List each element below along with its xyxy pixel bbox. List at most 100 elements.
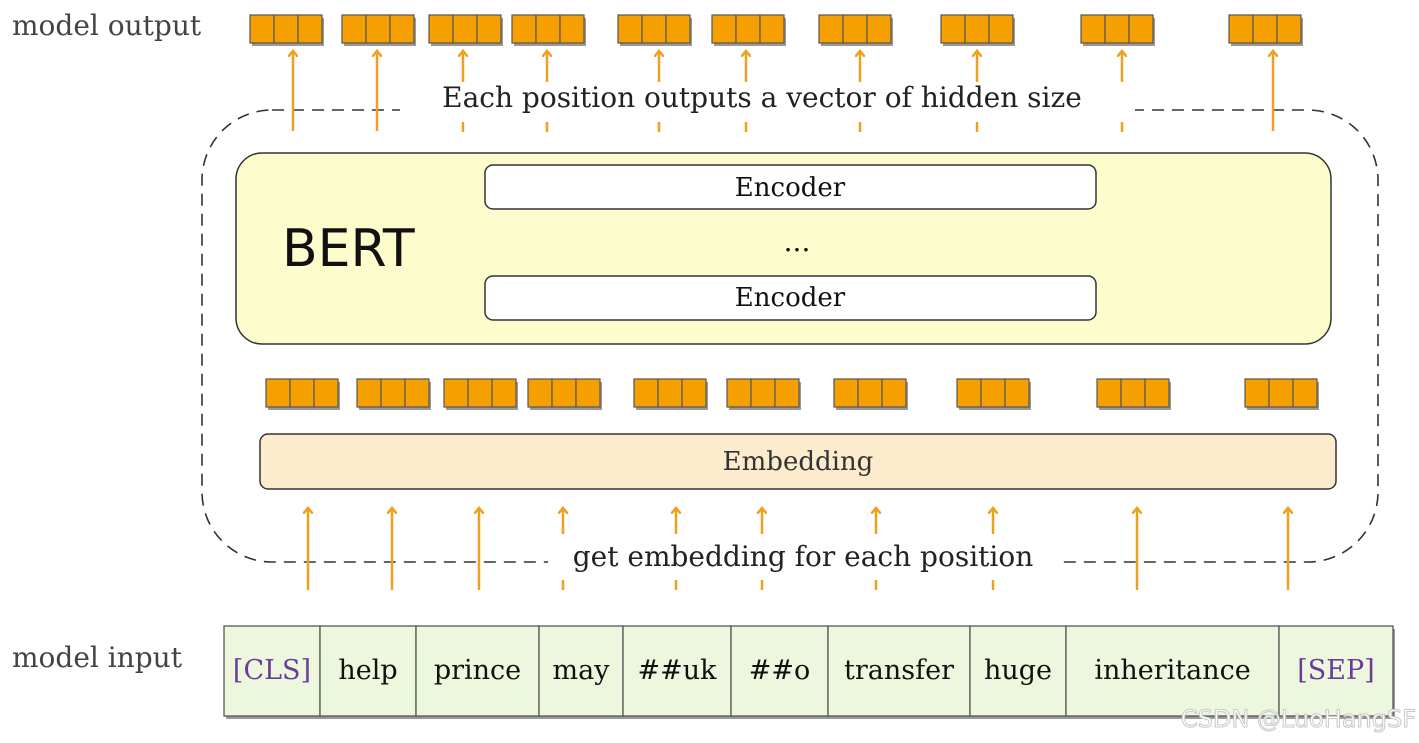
- vector-cell: [551, 378, 577, 408]
- token-cell: help: [319, 625, 417, 717]
- encoder-bottom-box: [484, 275, 1097, 321]
- embedding-vector: [633, 378, 708, 410]
- vector-cell: [750, 378, 776, 408]
- output-vector: [711, 14, 786, 46]
- embedding-block: [259, 433, 1337, 490]
- vector-cell: [1096, 378, 1122, 408]
- token-cell: inheritance: [1065, 625, 1280, 717]
- vector-cell: [297, 14, 323, 44]
- vector-cell: [665, 14, 691, 44]
- token-text: ##uk: [638, 655, 718, 686]
- vector-cell: [726, 378, 752, 408]
- token-box: [1278, 625, 1394, 717]
- vector-cell: [428, 14, 454, 44]
- vector-cell: [641, 14, 667, 44]
- output-vector: [1080, 14, 1155, 46]
- vector-cell: [341, 14, 367, 44]
- token-box: [969, 625, 1067, 717]
- vector-cell: [404, 378, 430, 408]
- vector-cell: [866, 14, 892, 44]
- vector-cell: [491, 378, 517, 408]
- watermark: CSDN @LuoHangSF: [1181, 705, 1416, 733]
- vector-cell: [265, 378, 291, 408]
- token-box: [538, 625, 624, 717]
- output-vector: [617, 14, 692, 46]
- vector-cell: [881, 378, 907, 408]
- input-caption-mask: [548, 545, 1060, 577]
- output-vector: [428, 14, 503, 46]
- bert-label: BERT: [282, 219, 415, 279]
- vector-cell: [857, 378, 883, 408]
- encoder-ellipsis: ...: [784, 225, 811, 258]
- output-arrows: [293, 52, 1273, 132]
- input-arrows: [308, 509, 1288, 590]
- vector-cell: [575, 378, 601, 408]
- token-row: [CLS] help prince may ##uk ##o transfer huge inh…: [223, 625, 1395, 719]
- vector-cell: [511, 14, 537, 44]
- token-box: [730, 625, 829, 717]
- vector-cell: [1144, 378, 1170, 408]
- token-cell: transfer: [827, 625, 971, 717]
- model-input-label: model input: [12, 641, 183, 674]
- vector-cell: [1080, 14, 1106, 44]
- vector-cell: [452, 14, 478, 44]
- token-cell: [SEP]: [1278, 625, 1394, 717]
- token-text: huge: [984, 655, 1052, 686]
- vector-cell: [1228, 14, 1254, 44]
- vector-cell: [356, 378, 382, 408]
- token-cell: prince: [415, 625, 540, 717]
- vector-cell: [833, 378, 859, 408]
- vector-cell: [380, 378, 406, 408]
- encoder-bottom-label: Encoder: [735, 283, 846, 313]
- vector-cell: [1004, 378, 1030, 408]
- vector-cell: [535, 14, 561, 44]
- embedding-vector: [265, 378, 340, 410]
- token-cell: ##uk: [622, 625, 732, 717]
- vector-cell: [527, 378, 553, 408]
- vector-cell: [289, 378, 315, 408]
- embedding-vector: [356, 378, 431, 410]
- vector-cell: [980, 378, 1006, 408]
- vector-cell: [1104, 14, 1130, 44]
- token-cell: may: [538, 625, 624, 717]
- vector-cell: [617, 14, 643, 44]
- output-vectors: [249, 14, 1303, 46]
- embedding-vector: [956, 378, 1031, 410]
- output-caption-mask: [400, 92, 1135, 124]
- token-text: [CLS]: [233, 655, 311, 686]
- vector-cell: [1292, 378, 1318, 408]
- vector-cell: [1128, 14, 1154, 44]
- token-cell: ##o: [730, 625, 829, 717]
- output-vector: [940, 14, 1015, 46]
- token-text: may: [553, 655, 611, 686]
- token-text: [SEP]: [1297, 655, 1374, 686]
- token-box: [622, 625, 732, 717]
- token-box: [1065, 625, 1280, 717]
- token-box: [415, 625, 540, 717]
- encoder-top-box: [484, 164, 1097, 210]
- vector-cell: [559, 14, 585, 44]
- token-text: transfer: [844, 655, 954, 686]
- vector-cell: [467, 378, 493, 408]
- token-text: inheritance: [1094, 655, 1250, 686]
- encoder-top-label: Encoder: [735, 173, 846, 203]
- embedding-vector: [1096, 378, 1171, 410]
- vector-cell: [1276, 14, 1302, 44]
- vector-cell: [633, 378, 659, 408]
- token-box: [319, 625, 417, 717]
- vector-cell: [759, 14, 785, 44]
- vector-cell: [964, 14, 990, 44]
- vector-cell: [735, 14, 761, 44]
- output-vector: [511, 14, 586, 46]
- vector-cell: [273, 14, 299, 44]
- output-vector: [341, 14, 416, 46]
- embedding-vector: [726, 378, 801, 410]
- token-text: help: [338, 655, 397, 686]
- input-caption: get embedding for each position: [573, 540, 1034, 573]
- vector-cell: [443, 378, 469, 408]
- token-cell: [CLS]: [223, 625, 321, 717]
- embedding-vector: [527, 378, 602, 410]
- embedding-vector: [443, 378, 518, 410]
- output-vector: [818, 14, 893, 46]
